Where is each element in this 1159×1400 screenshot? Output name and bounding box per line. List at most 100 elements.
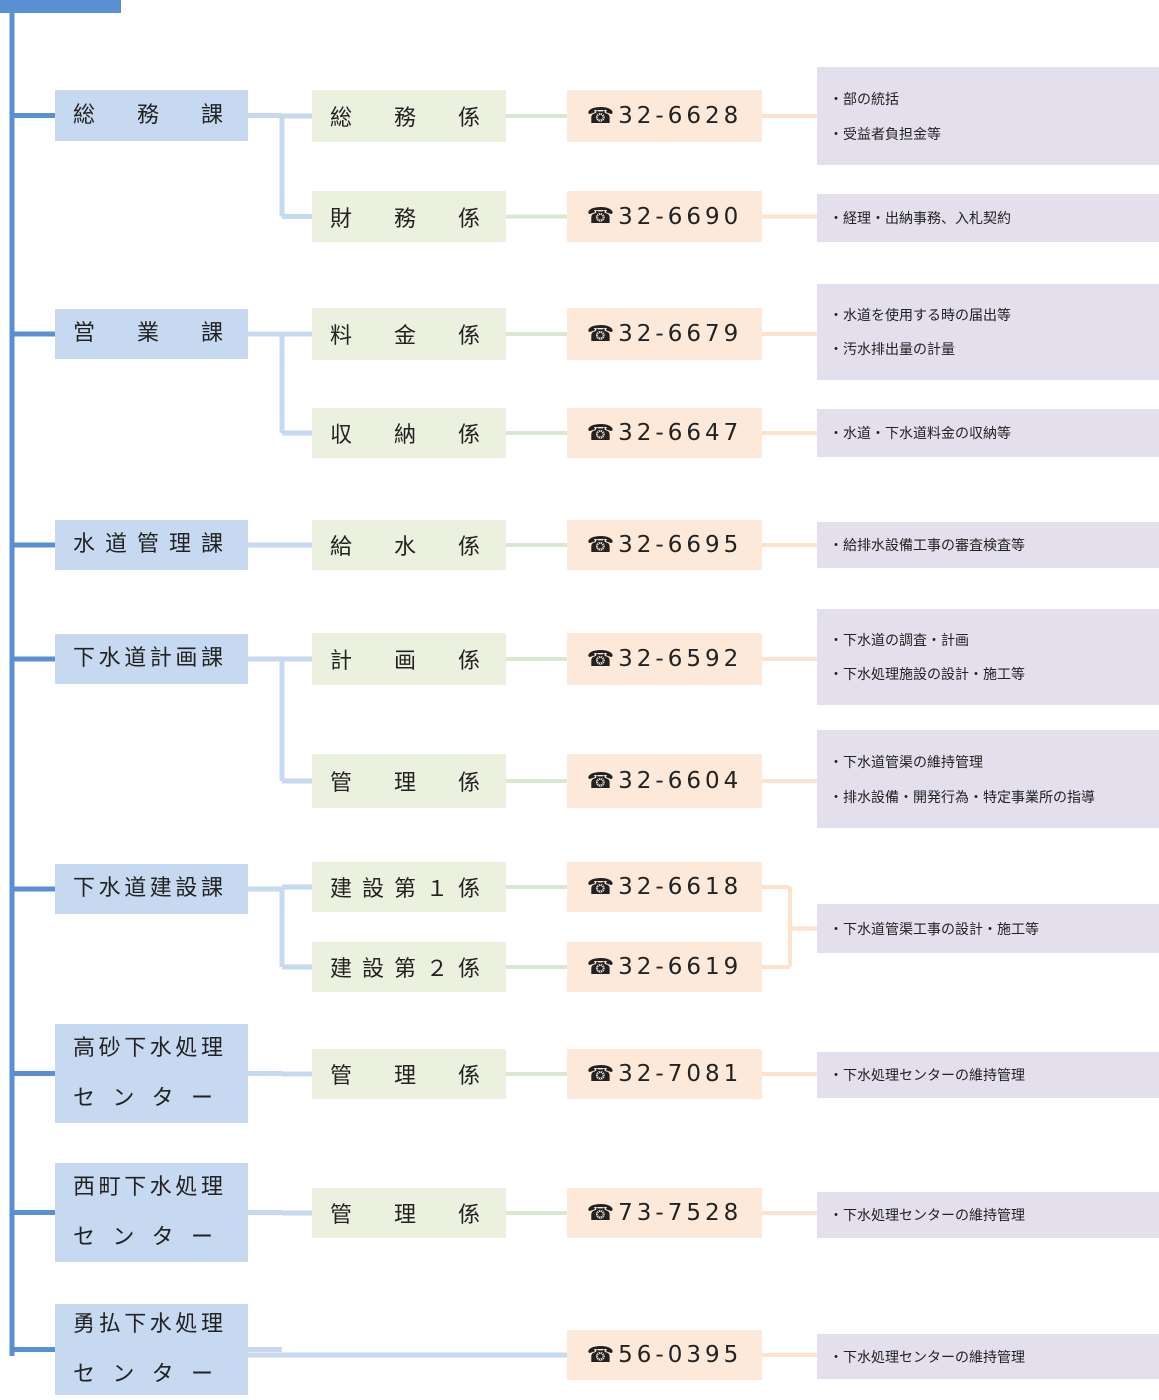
section-name: 料金係 <box>330 324 523 349</box>
department-name-line: 高砂下水処理 <box>73 1024 227 1074</box>
telephone-icon: ☎ <box>586 954 615 980</box>
duty-item: ・下水処理センターの維持管理 <box>829 1208 1025 1224</box>
section-box: 建設第１係 <box>312 862 506 912</box>
department-box: 営業課 <box>55 309 248 359</box>
telephone-icon: ☎ <box>586 532 615 558</box>
duty-box: ・下水道の調査・計画・下水処理施設の設計・施工等 <box>817 609 1159 705</box>
phone-number: 32-6618 <box>618 874 743 900</box>
section-name: 管理係 <box>330 1064 523 1089</box>
section-box: 料金係 <box>312 308 506 360</box>
section-box: 給水係 <box>312 520 506 570</box>
phone-box: ☎32-6619 <box>567 942 762 992</box>
department-name-line: センター <box>73 1074 230 1124</box>
department-name-line: センター <box>73 1350 230 1400</box>
department-name: 西町下水処理 <box>73 1174 227 1200</box>
telephone-icon: ☎ <box>586 1342 615 1368</box>
duty-item: ・給排水設備工事の審査検査等 <box>829 538 1025 554</box>
telephone-icon: ☎ <box>586 874 615 900</box>
department-name-line: 西町下水処理 <box>73 1163 227 1213</box>
phone-number: 32-6604 <box>618 768 743 794</box>
telephone-icon: ☎ <box>586 420 615 446</box>
phone-box: ☎32-6647 <box>567 408 762 458</box>
section-name: 建設第２係 <box>330 957 491 982</box>
section-name: 管理係 <box>330 1203 523 1228</box>
section-box: 建設第２係 <box>312 942 506 992</box>
phone-box: ☎32-7081 <box>567 1049 762 1099</box>
phone-number: 32-6695 <box>618 532 743 558</box>
section-name: 総務係 <box>330 106 523 131</box>
department-name: センター <box>73 1085 231 1111</box>
phone-number: 32-6690 <box>618 203 743 230</box>
duty-box: ・水道・下水道料金の収納等 <box>817 409 1159 457</box>
department-name-line: 下水道建設課 <box>73 864 227 914</box>
department-name: 営業課 <box>73 321 266 346</box>
duty-item: ・下水処理センターの維持管理 <box>829 1068 1025 1084</box>
phone-box: ☎56-0395 <box>567 1330 762 1380</box>
telephone-icon: ☎ <box>586 321 615 347</box>
phone-number: 32-7081 <box>618 1061 743 1087</box>
duty-box: ・下水道管渠の維持管理・排水設備・開発行為・特定事業所の指導 <box>817 730 1159 828</box>
department-name-line: 水道管理課 <box>73 520 233 570</box>
telephone-icon: ☎ <box>586 768 615 794</box>
department-name: 高砂下水処理 <box>73 1035 227 1061</box>
telephone-icon: ☎ <box>586 1061 615 1087</box>
department-name: センター <box>73 1224 231 1250</box>
department-name-line: 総務課 <box>73 91 265 141</box>
duty-item: ・経理・出納事務、入札契約 <box>829 211 1011 227</box>
section-name: 収納係 <box>330 423 523 448</box>
section-box: 管理係 <box>312 754 506 808</box>
department-name: 総務課 <box>73 102 266 128</box>
department-box: 高砂下水処理センター <box>55 1024 248 1123</box>
phone-number: 73-7528 <box>618 1200 743 1226</box>
phone-box: ☎32-6679 <box>567 308 762 360</box>
department-name-line: センター <box>73 1213 230 1263</box>
phone-number: 32-6592 <box>618 646 743 672</box>
header-tab <box>0 0 121 13</box>
duty-item: ・水道・下水道料金の収納等 <box>829 426 1011 442</box>
duty-box: ・水道を使用する時の届出等・汚水排出量の計量 <box>817 284 1159 380</box>
duty-item: ・受益者負担金等 <box>829 126 941 143</box>
department-name: 下水道建設課 <box>73 876 227 901</box>
phone-box: ☎73-7528 <box>567 1188 762 1238</box>
section-name: 建設第１係 <box>330 877 491 902</box>
phone-number: 32-6619 <box>618 954 743 980</box>
department-box: 西町下水処理センター <box>55 1163 248 1262</box>
department-box: 下水道建設課 <box>55 864 248 914</box>
phone-number: 32-6647 <box>618 420 743 446</box>
duty-item: ・下水道管渠の維持管理 <box>829 754 983 771</box>
department-name: 水道管理課 <box>73 532 234 557</box>
section-box: 計画係 <box>312 633 506 685</box>
department-box: 総務課 <box>55 90 248 141</box>
department-name: 勇払下水処理 <box>73 1311 227 1337</box>
duty-box: ・部の統括・受益者負担金等 <box>817 67 1159 165</box>
phone-number: 32-6679 <box>618 321 743 347</box>
duty-item: ・下水処理施設の設計・施工等 <box>829 667 1025 683</box>
department-name-line: 下水道計画課 <box>73 634 227 684</box>
department-name: 下水道計画課 <box>73 646 227 671</box>
duty-item: ・水道を使用する時の届出等 <box>829 308 1011 324</box>
phone-box: ☎32-6628 <box>567 90 762 142</box>
department-box: 水道管理課 <box>55 520 248 570</box>
section-box: 財務係 <box>312 191 506 242</box>
duty-box: ・下水道管渠工事の設計・施工等 <box>817 904 1159 953</box>
section-name: 財務係 <box>330 206 523 232</box>
section-box: 管理係 <box>312 1049 506 1099</box>
phone-number: 32-6628 <box>618 103 743 129</box>
department-box: 勇払下水処理センター <box>55 1304 248 1395</box>
section-box: 総務係 <box>312 90 506 142</box>
section-name: 管理係 <box>330 771 523 796</box>
phone-box: ☎32-6695 <box>567 520 762 570</box>
duty-item: ・下水道管渠工事の設計・施工等 <box>829 921 1039 938</box>
section-box: 収納係 <box>312 408 506 458</box>
phone-box: ☎32-6690 <box>567 191 762 242</box>
duty-item: ・下水処理センターの維持管理 <box>829 1349 1025 1366</box>
section-name: 計画係 <box>330 649 523 674</box>
duty-box: ・下水処理センターの維持管理 <box>817 1192 1159 1238</box>
duty-box: ・下水処理センターの維持管理 <box>817 1334 1159 1379</box>
phone-box: ☎32-6592 <box>567 633 762 685</box>
duty-box: ・下水処理センターの維持管理 <box>817 1052 1159 1098</box>
telephone-icon: ☎ <box>586 103 615 129</box>
department-box: 下水道計画課 <box>55 634 248 684</box>
